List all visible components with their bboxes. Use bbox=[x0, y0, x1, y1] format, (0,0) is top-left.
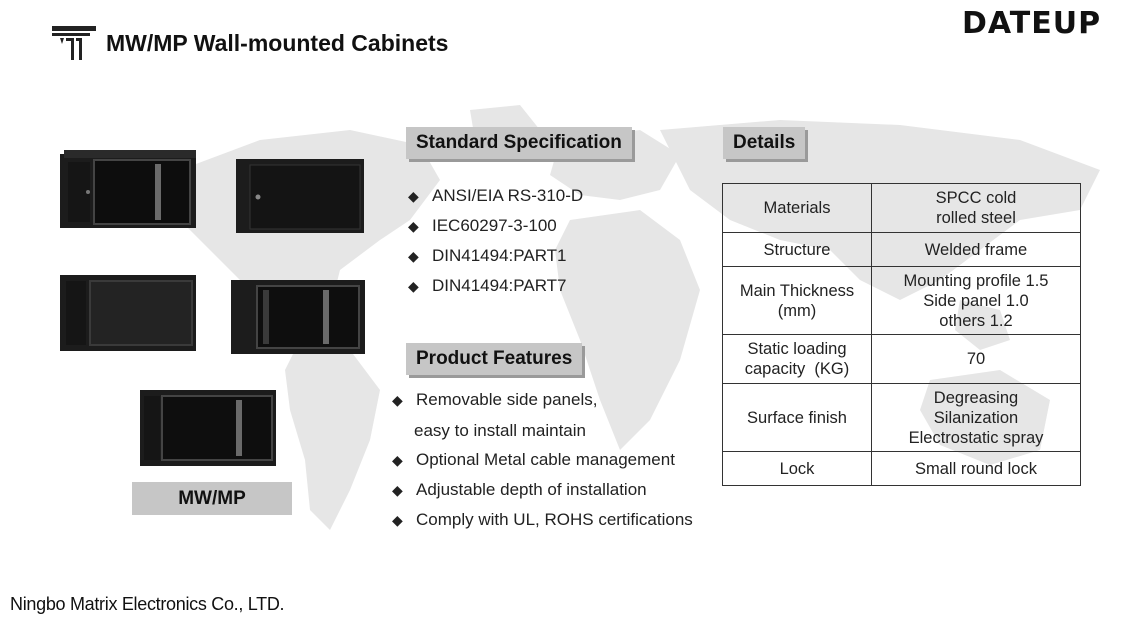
list-item: ◆DIN41494:PART7 bbox=[408, 276, 567, 295]
table-value-cell: 70 bbox=[871, 334, 1081, 384]
diamond-bullet-icon: ◆ bbox=[408, 248, 419, 264]
table-key-cell: Materials bbox=[722, 183, 872, 233]
cabinet-image-open-side bbox=[60, 150, 196, 228]
diamond-bullet-icon: ◆ bbox=[392, 392, 403, 408]
brand-mark-icon bbox=[52, 26, 96, 60]
cabinet-image-closed bbox=[236, 159, 364, 233]
product-features-heading: Product Features bbox=[406, 343, 583, 375]
brand-logo: DATEUP bbox=[962, 6, 1102, 41]
page-title: MW/MP Wall-mounted Cabinets bbox=[106, 30, 449, 56]
diamond-bullet-icon: ◆ bbox=[408, 218, 419, 234]
list-item: ◆Comply with UL, ROHS certifications bbox=[392, 510, 693, 529]
company-name: Ningbo Matrix Electronics Co., LTD. bbox=[10, 594, 285, 614]
product-features-list: ◆ Removable side panels, easy to install… bbox=[392, 389, 693, 539]
diamond-bullet-icon: ◆ bbox=[392, 512, 403, 528]
list-item: ◆Adjustable depth of installation bbox=[392, 480, 647, 499]
diamond-bullet-icon: ◆ bbox=[392, 482, 403, 498]
details-heading: Details bbox=[723, 127, 806, 159]
cabinet-image-glass-door bbox=[231, 280, 365, 354]
table-row: Structure Welded frame bbox=[722, 232, 1081, 267]
list-item: ◆ANSI/EIA RS-310-D bbox=[408, 186, 584, 205]
cabinet-image-perforated bbox=[60, 275, 196, 351]
table-value-cell: Small round lock bbox=[871, 451, 1081, 486]
list-item: ◆DIN41494:PART1 bbox=[408, 246, 567, 265]
standard-spec-list: ◆ANSI/EIA RS-310-D ◆IEC60297-3-100 ◆DIN4… bbox=[408, 185, 583, 305]
list-item: ◆IEC60297-3-100 bbox=[408, 216, 557, 235]
table-row: Lock Small round lock bbox=[722, 451, 1081, 486]
table-key-cell: Lock bbox=[722, 451, 872, 486]
list-item: ◆ Removable side panels, easy to install… bbox=[392, 390, 598, 440]
table-key-cell: Main Thickness(mm) bbox=[722, 266, 872, 335]
cabinet-image-front bbox=[140, 390, 276, 466]
table-value-cell: Welded frame bbox=[871, 232, 1081, 267]
model-label: MW/MP bbox=[132, 482, 292, 515]
standard-spec-heading: Standard Specification bbox=[406, 127, 632, 159]
diamond-bullet-icon: ◆ bbox=[408, 278, 419, 294]
table-key-cell: Surface finish bbox=[722, 383, 872, 452]
table-key-cell: Structure bbox=[722, 232, 872, 267]
list-item: ◆Optional Metal cable management bbox=[392, 450, 675, 469]
diamond-bullet-icon: ◆ bbox=[392, 452, 403, 468]
diamond-bullet-icon: ◆ bbox=[408, 188, 419, 204]
